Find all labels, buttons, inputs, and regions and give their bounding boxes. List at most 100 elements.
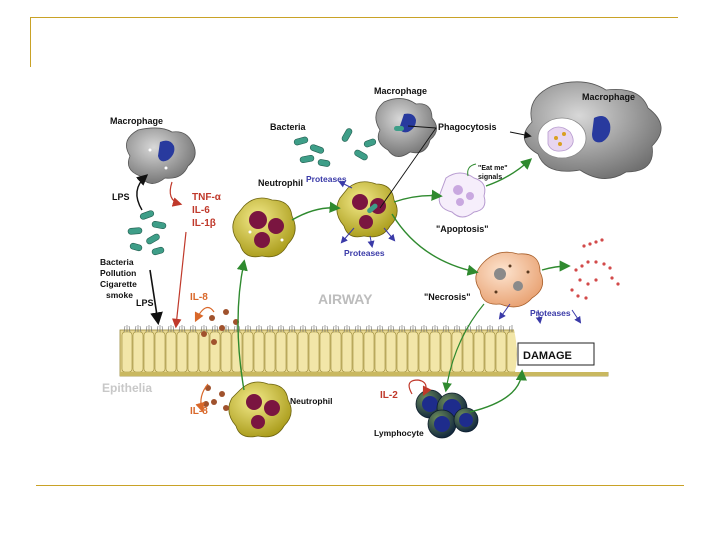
epithelial-cell: [253, 331, 265, 373]
label-eat-me-2: signals: [478, 174, 502, 181]
epithelial-cell: [198, 331, 210, 373]
cilia: [233, 325, 241, 333]
cilia: [365, 325, 373, 333]
cilia: [387, 325, 395, 333]
cilia: [431, 325, 439, 333]
label-phagocytosis: Phagocytosis: [438, 122, 497, 132]
cilia: [409, 325, 417, 333]
epithelial-cell: [429, 331, 441, 373]
cilia: [200, 325, 208, 333]
label-necrosis: "Necrosis": [424, 292, 471, 302]
neutrophil-center: [336, 181, 398, 238]
epithelial-cell: [308, 331, 320, 373]
cilia: [420, 325, 428, 333]
label-macrophage-mid: Macrophage: [374, 86, 427, 96]
bottom-rule: [36, 485, 684, 486]
epithelial-cell: [220, 331, 232, 373]
cilia: [134, 325, 142, 333]
label-neutrophil-bottom: Neutrophil: [290, 396, 333, 406]
label-bacteria-top: Bacteria: [270, 122, 307, 132]
cilia: [321, 325, 329, 333]
label-il6: IL-6: [192, 205, 210, 216]
label-il8-top: IL-8: [190, 292, 208, 303]
cilia: [244, 325, 252, 333]
lymphocyte-cluster: [415, 389, 479, 439]
epithelial-cell: [385, 331, 397, 373]
label-lymphocyte: Lymphocyte: [374, 428, 424, 438]
cilia: [288, 325, 296, 333]
top-rule: [30, 17, 678, 18]
epithelial-cell: [187, 331, 199, 373]
epithelial-cell: [418, 331, 430, 373]
epithelial-cell: [209, 331, 221, 373]
cilia: [255, 325, 263, 333]
label-airway: AIRWAY: [318, 291, 373, 307]
cilia: [332, 325, 340, 333]
cilia: [343, 325, 351, 333]
cilia: [442, 325, 450, 333]
cilia: [475, 325, 483, 333]
epithelial-cell: [121, 331, 133, 373]
damage-zone: [512, 322, 610, 372]
label-source-2: Pollution: [100, 268, 136, 278]
label-lps-top: LPS: [112, 192, 130, 202]
cilia: [398, 325, 406, 333]
macrophage-right: [524, 81, 662, 179]
epithelial-cell: [275, 331, 287, 373]
label-epithelia: Epithelia: [102, 381, 152, 395]
label-macrophage-right: Macrophage: [582, 92, 635, 102]
epithelial-cell: [330, 331, 342, 373]
label-tnf: TNF-α: [192, 192, 222, 203]
neutrophil-bottom: [228, 381, 292, 438]
label-source-1: Bacteria: [100, 257, 134, 267]
apoptotic-cell: [438, 172, 486, 218]
necrosis-debris: [570, 238, 620, 300]
epithelial-cell: [132, 331, 144, 373]
label-proteases-top: Proteases: [306, 174, 347, 184]
epithelial-cell: [242, 331, 254, 373]
epithelial-cell: [451, 331, 463, 373]
epithelial-cell: [154, 331, 166, 373]
cilia: [156, 325, 164, 333]
label-apoptosis: "Apoptosis": [436, 224, 489, 234]
epithelial-cell: [165, 331, 177, 373]
bacteria-cluster-left: [127, 210, 167, 256]
label-macrophage-left: Macrophage: [110, 116, 163, 126]
label-source-3: Cigarette: [100, 279, 137, 289]
cilia: [486, 325, 494, 333]
epithelial-cell: [297, 331, 309, 373]
label-damage: DAMAGE: [523, 350, 572, 362]
label-lps-bottom: LPS: [136, 298, 154, 308]
epithelial-cell: [176, 331, 188, 373]
cilia: [376, 325, 384, 333]
cilia: [266, 325, 274, 333]
epithelial-cell: [264, 331, 276, 373]
cilia: [277, 325, 285, 333]
epithelial-cell: [495, 331, 507, 373]
epithelial-cell: [143, 331, 155, 373]
epithelial-cell: [396, 331, 408, 373]
arrows: [135, 125, 582, 413]
epithelial-cell: [352, 331, 364, 373]
epithelial-cell: [484, 331, 496, 373]
cilia: [310, 325, 318, 333]
bacteria-cluster-top: [293, 128, 377, 167]
epithelial-cell: [473, 331, 485, 373]
necrotic-cell: [475, 251, 544, 308]
label-il1b: IL-1β: [192, 218, 216, 229]
label-proteases-mid: Proteases: [344, 248, 385, 258]
left-rule: [30, 17, 31, 67]
epithelial-cell: [286, 331, 298, 373]
macrophage-mid: [375, 98, 437, 157]
epithelial-cell: [374, 331, 386, 373]
cilia: [123, 325, 131, 333]
macrophage-left: [126, 127, 196, 184]
label-il2: IL-2: [380, 390, 398, 401]
cilia: [354, 325, 362, 333]
cilia: [453, 325, 461, 333]
epithelial-cell: [363, 331, 375, 373]
diagram-labels: Macrophage Macrophage Macrophage Bacteri…: [100, 86, 635, 438]
label-neutrophil-top: Neutrophil: [258, 178, 303, 188]
cilia: [497, 325, 505, 333]
